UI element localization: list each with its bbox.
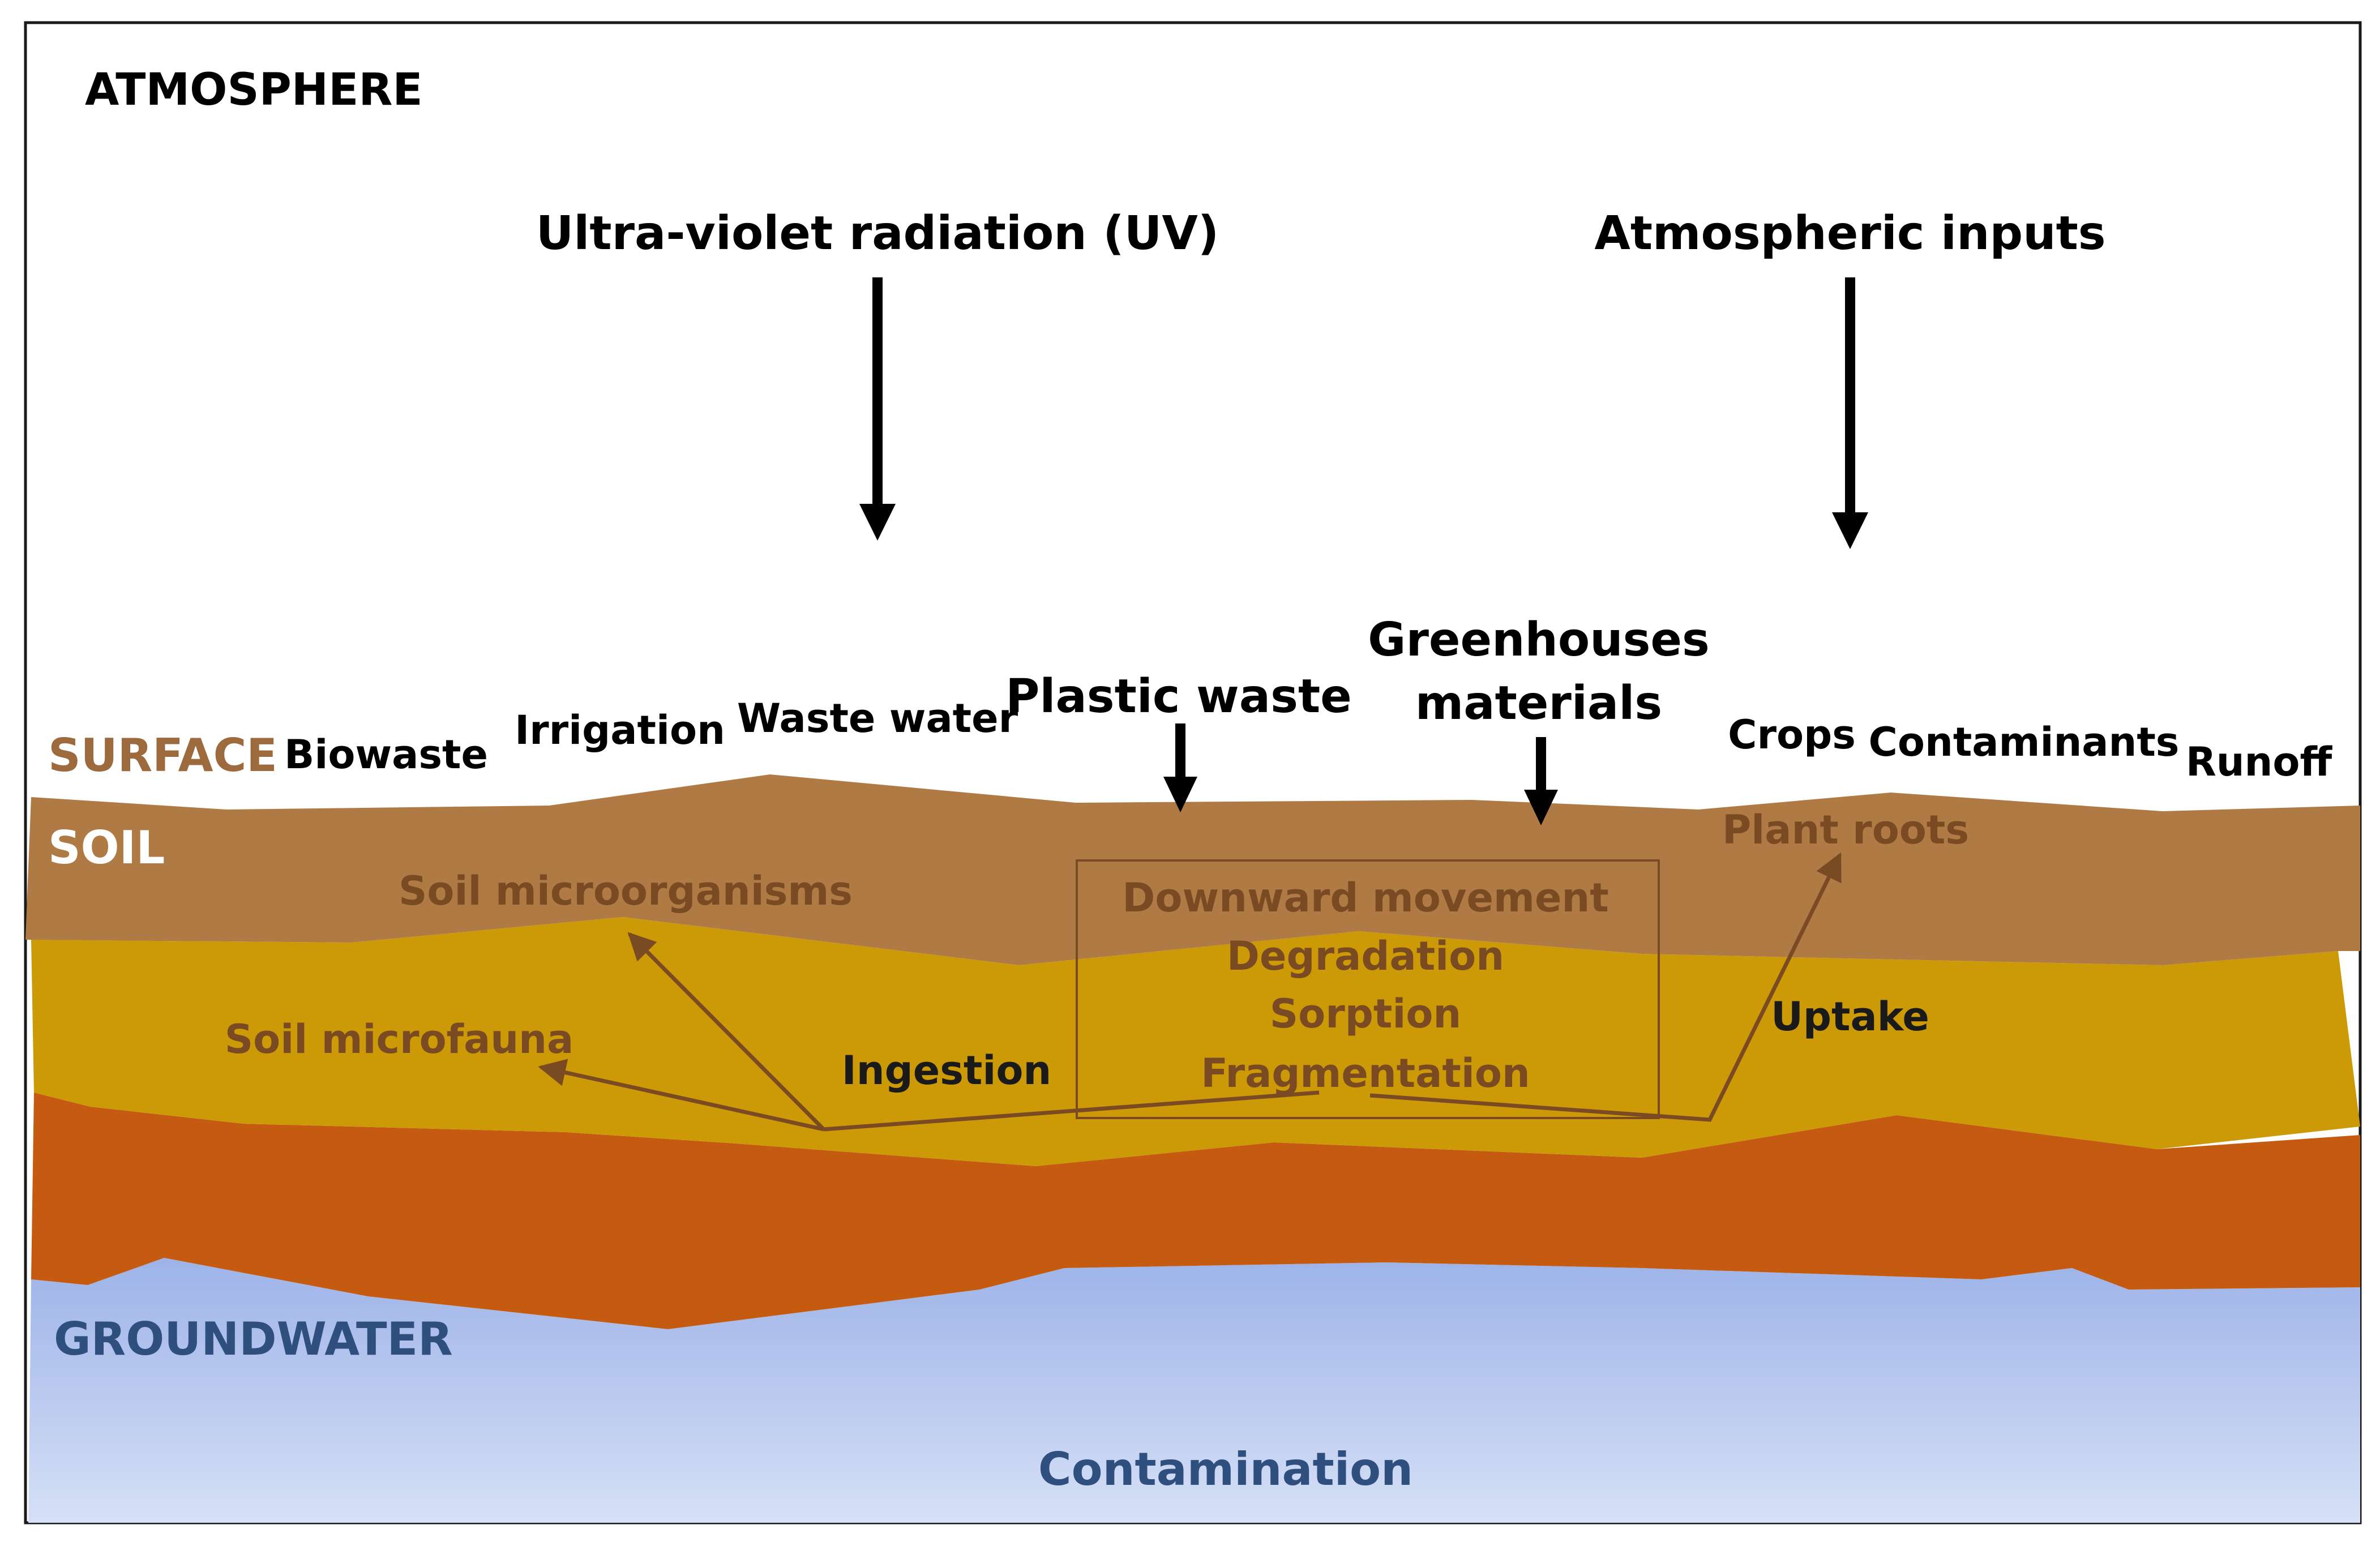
irrigation-label: Irrigation [515, 707, 725, 753]
downward-movement-label: Downward movement [1122, 875, 1608, 921]
uptake-to-plant-roots-arrow [1369, 852, 1842, 1122]
soil-label: SOIL [48, 821, 165, 874]
waste-water-label: Waste water [737, 695, 1018, 742]
groundwater-layer [28, 1258, 2360, 1523]
contamination-label: Contamination [1038, 1443, 1413, 1496]
plastic-waste-arrow [1163, 723, 1197, 812]
atmospheric-inputs-label: Atmospheric inputs [1594, 207, 2105, 260]
atmosphere-label: ATMOSPHERE [85, 65, 423, 115]
atmospheric-inputs-arrow [1832, 277, 1868, 549]
crops-label: Crops [1728, 712, 1856, 758]
plastic-waste-label: Plastic waste [1005, 670, 1352, 723]
uptake-label: Uptake [1771, 993, 1929, 1040]
plant-roots-label: Plant roots [1722, 807, 1969, 853]
topsoil-layer [25, 774, 2360, 965]
soil-microorganisms-label: Soil microorganisms [399, 868, 853, 914]
ingestion-label: Ingestion [842, 1047, 1052, 1094]
greenhouses-arrow [1524, 737, 1558, 825]
greenhouses-label-line2: materials [1415, 676, 1662, 730]
greenhouses-label-line1: Greenhouses [1368, 613, 1710, 667]
process-arrows [538, 852, 1842, 1132]
runoff-label: Runoff [2186, 739, 2333, 785]
sorption-label: Sorption [1270, 991, 1462, 1037]
surface-label: SURFACE [48, 729, 277, 782]
uv-arrow [859, 277, 896, 541]
soil-microfauna-label: Soil microfauna [225, 1016, 574, 1063]
deep-soil-layer [31, 1093, 2360, 1329]
fragmentation-label: Fragmentation [1201, 1050, 1530, 1097]
uv-label: Ultra-violet radiation (UV) [536, 207, 1219, 260]
ingestion-to-microorganisms-arrow [627, 932, 825, 1131]
biowaste-label: Biowaste [284, 731, 488, 778]
groundwater-label: GROUNDWATER [54, 1313, 453, 1365]
fragmentation-to-ingestion-line [823, 1090, 1320, 1132]
ingestion-to-microfauna-arrow [538, 1059, 824, 1132]
soil-process-box [1076, 859, 1660, 1119]
contaminants-label: Contaminants [1869, 719, 2180, 765]
degradation-label: Degradation [1227, 933, 1504, 979]
